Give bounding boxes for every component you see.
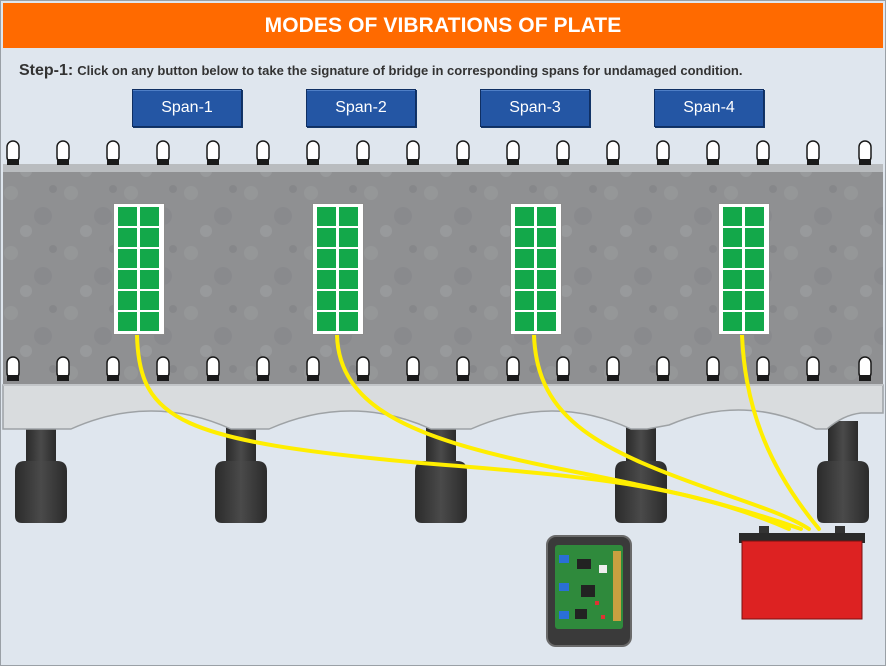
- bridge-arches: [2, 384, 884, 430]
- data-acquisition-board: [546, 535, 632, 647]
- railing-top: [6, 140, 872, 166]
- span-3-button[interactable]: Span-3: [480, 89, 590, 127]
- step-description: Click on any button below to take the si…: [77, 63, 743, 78]
- page-title: MODES OF VIBRATIONS OF PLATE: [3, 3, 883, 48]
- sensor-wires: [135, 333, 821, 531]
- step-label: Step-1:: [19, 62, 74, 79]
- battery-icon: [739, 526, 865, 620]
- bridge-deck-edge: [3, 164, 883, 172]
- span-4-button[interactable]: Span-4: [654, 89, 764, 127]
- span-1-button[interactable]: Span-1: [132, 89, 242, 127]
- span-2-button[interactable]: Span-2: [306, 89, 416, 127]
- instruction-text: Step-1:Click on any button below to take…: [19, 62, 742, 80]
- sensor-span-2: [312, 203, 364, 335]
- circuit-board: [555, 545, 623, 629]
- sensor-span-4: [718, 203, 770, 335]
- bridge-piers: [15, 421, 869, 523]
- sensor-span-3: [510, 203, 562, 335]
- sensor-span-1: [113, 203, 165, 335]
